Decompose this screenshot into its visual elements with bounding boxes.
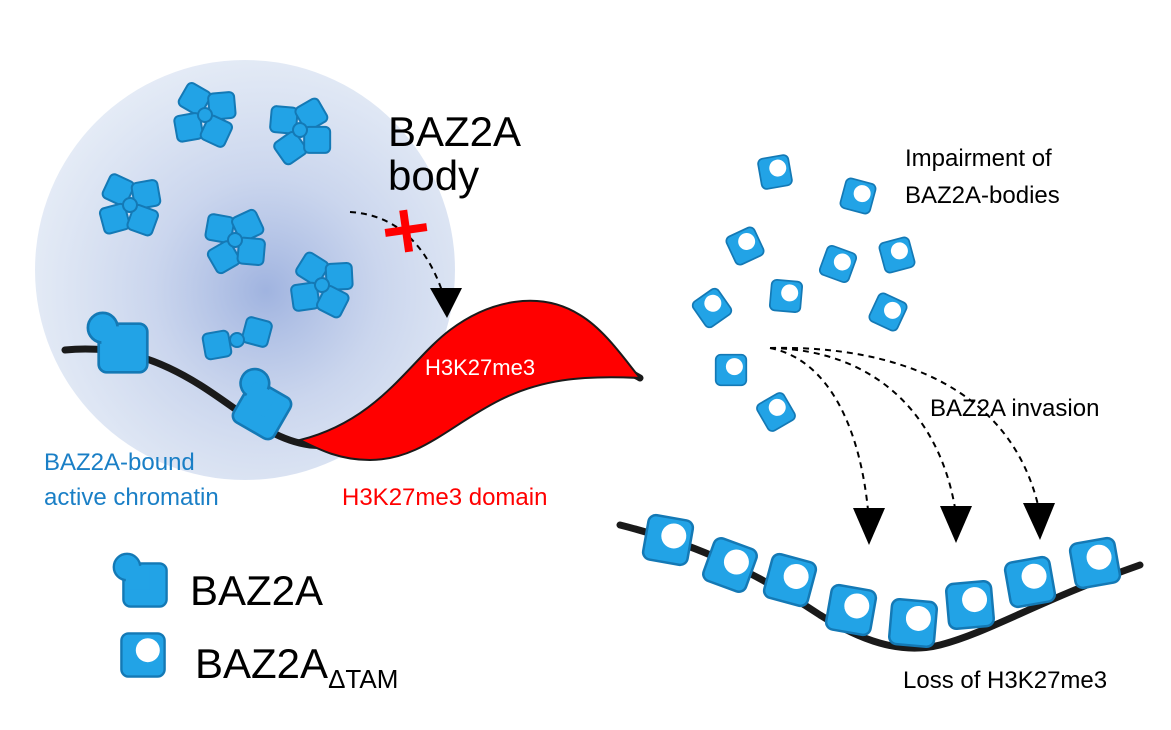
bound-label-line1: BAZ2A-bound [44,449,195,476]
bound-baz2a-tam [1002,554,1058,610]
free-baz2a-tam [838,176,878,216]
bound-baz2a-tam [761,551,819,609]
bound-baz2a-tam [1067,535,1123,591]
bound-baz2a-tam [823,582,879,638]
body-label-line1: BAZ2A [388,108,521,155]
free-baz2a-tam [877,235,917,275]
bound-baz2a-tam [640,512,696,568]
chromatin-right [616,521,1144,652]
legend-baz2a-tam-icon [120,632,166,678]
free-baz2a-tam [689,285,735,331]
h3k27me3-inner-label: H3K27me3 [425,355,535,380]
loss-label: Loss of H3K27me3 [903,667,1107,694]
free-baz2a-tam [754,390,798,434]
invasion-label: BAZ2A invasion [930,395,1099,422]
legend-baz2a-label: BAZ2A [190,567,323,614]
free-baz2a-tam [714,353,748,387]
bound-baz2a-tam [699,534,761,596]
invasion-arrow-head [853,508,885,545]
free-baz2a-tam [866,290,910,334]
impair-label-line2: BAZ2A-bodies [905,182,1060,209]
free-baz2a-tam [768,278,804,314]
blocked-arrow-head [430,288,462,318]
bound-baz2a-tam [887,597,939,649]
invasion-arrow-head [1023,503,1055,540]
invasion-arrows [769,346,1039,511]
legend-baz2a-icon [112,552,168,608]
bound-baz2a-tam [944,579,996,631]
baz2a-body-halo [35,60,455,480]
h3k27me3-domain-shape [297,299,643,462]
free-baz2a-tam [723,224,767,268]
invasion-arrow-head [940,506,972,543]
body-label-line2: body [388,152,479,199]
block-cross-icon [384,209,428,253]
baz2a-dimer [200,315,274,362]
legend-baz2a-tam-label: BAZ2AΔTAM [195,640,398,694]
impair-label-line1: Impairment of [905,145,1052,172]
free-baz2a-tam [756,153,794,191]
domain-label: H3K27me3 domain [342,484,547,511]
bound-label-line2: active chromatin [44,484,219,511]
free-baz2a-tam [817,243,859,285]
